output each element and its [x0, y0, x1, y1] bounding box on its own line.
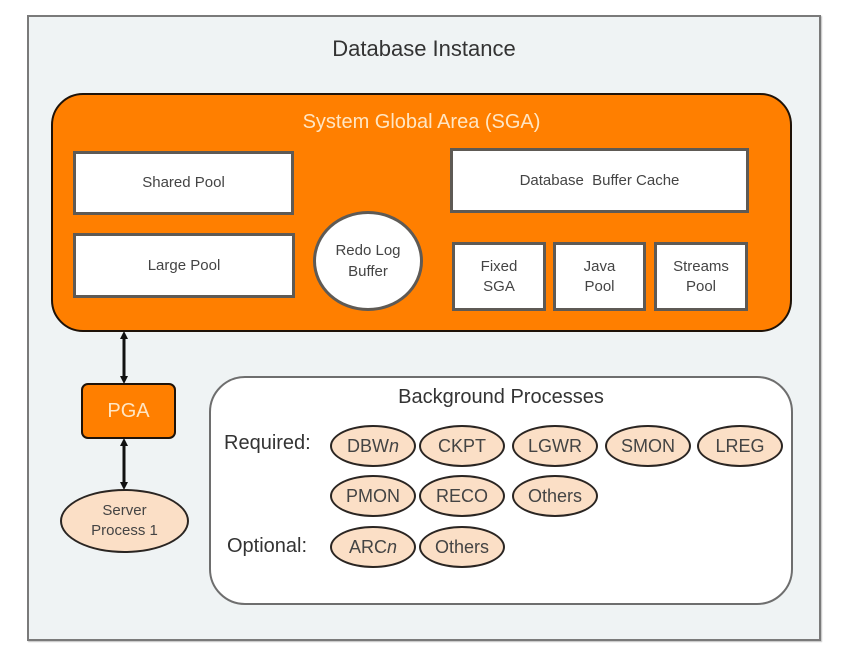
process-others-required: Others: [512, 475, 598, 517]
fixed-sga-line2: SGA: [483, 277, 515, 295]
large-pool-box: Large Pool: [73, 233, 295, 298]
process-smon-required: SMON: [605, 425, 691, 467]
pga-box: PGA: [81, 383, 176, 439]
process-label: Others: [527, 485, 583, 506]
fixed-sga-line1: Fixed: [480, 257, 518, 275]
server-process-line2: Process 1: [91, 522, 158, 539]
java-pool-line2: Pool: [584, 277, 615, 295]
streams-pool-box: Streams Pool: [654, 242, 748, 311]
server-process-line1: Server: [102, 502, 147, 519]
process-reco-required: RECO: [419, 475, 505, 517]
database-buffer-cache-box: Database Buffer Cache: [450, 148, 749, 213]
process-label: DBW: [346, 435, 389, 456]
process-others-optional: Others: [419, 526, 505, 568]
process-label: LGWR: [528, 435, 582, 456]
background-processes-title: Background Processes: [398, 386, 604, 408]
redo-log-buffer-line1: Redo Log: [335, 242, 401, 259]
pga-label: PGA: [107, 399, 150, 422]
process-label: PMON: [346, 485, 400, 506]
sga-title: System Global Area (SGA): [302, 111, 541, 133]
database-buffer-cache-label: Database Buffer Cache: [519, 171, 680, 189]
process-label: ARC: [348, 536, 387, 557]
process-ckpt-required: CKPT: [419, 425, 505, 467]
process-label: SMON: [621, 435, 675, 456]
process-label: Others: [434, 536, 490, 557]
process-pmon-required: PMON: [330, 475, 416, 517]
optional-label: Optional:: [227, 535, 308, 557]
process-lreg-required: LREG: [697, 425, 783, 467]
streams-pool-line2: Pool: [685, 277, 716, 295]
process-label: LREG: [715, 435, 765, 456]
large-pool-label: Large Pool: [147, 256, 221, 274]
java-pool-box: Java Pool: [553, 242, 646, 311]
database-instance-title: Database Instance: [332, 36, 516, 61]
shared-pool-box: Shared Pool: [73, 151, 294, 215]
process-label: RECO: [435, 485, 488, 506]
redo-log-buffer-circle: Redo Log Buffer: [313, 211, 423, 311]
process-suffix: n: [388, 435, 399, 456]
streams-pool-line1: Streams: [673, 257, 729, 275]
server-process-ellipse: Server Process 1: [60, 489, 189, 553]
process-suffix: n: [387, 536, 398, 557]
shared-pool-label: Shared Pool: [142, 174, 225, 191]
required-label: Required:: [224, 432, 311, 454]
fixed-sga-box: Fixed SGA: [452, 242, 546, 311]
process-lgwr-required: LGWR: [512, 425, 598, 467]
process-label: CKPT: [437, 435, 486, 456]
java-pool-line1: Java: [583, 257, 616, 275]
redo-log-buffer-line2: Buffer: [348, 263, 388, 280]
